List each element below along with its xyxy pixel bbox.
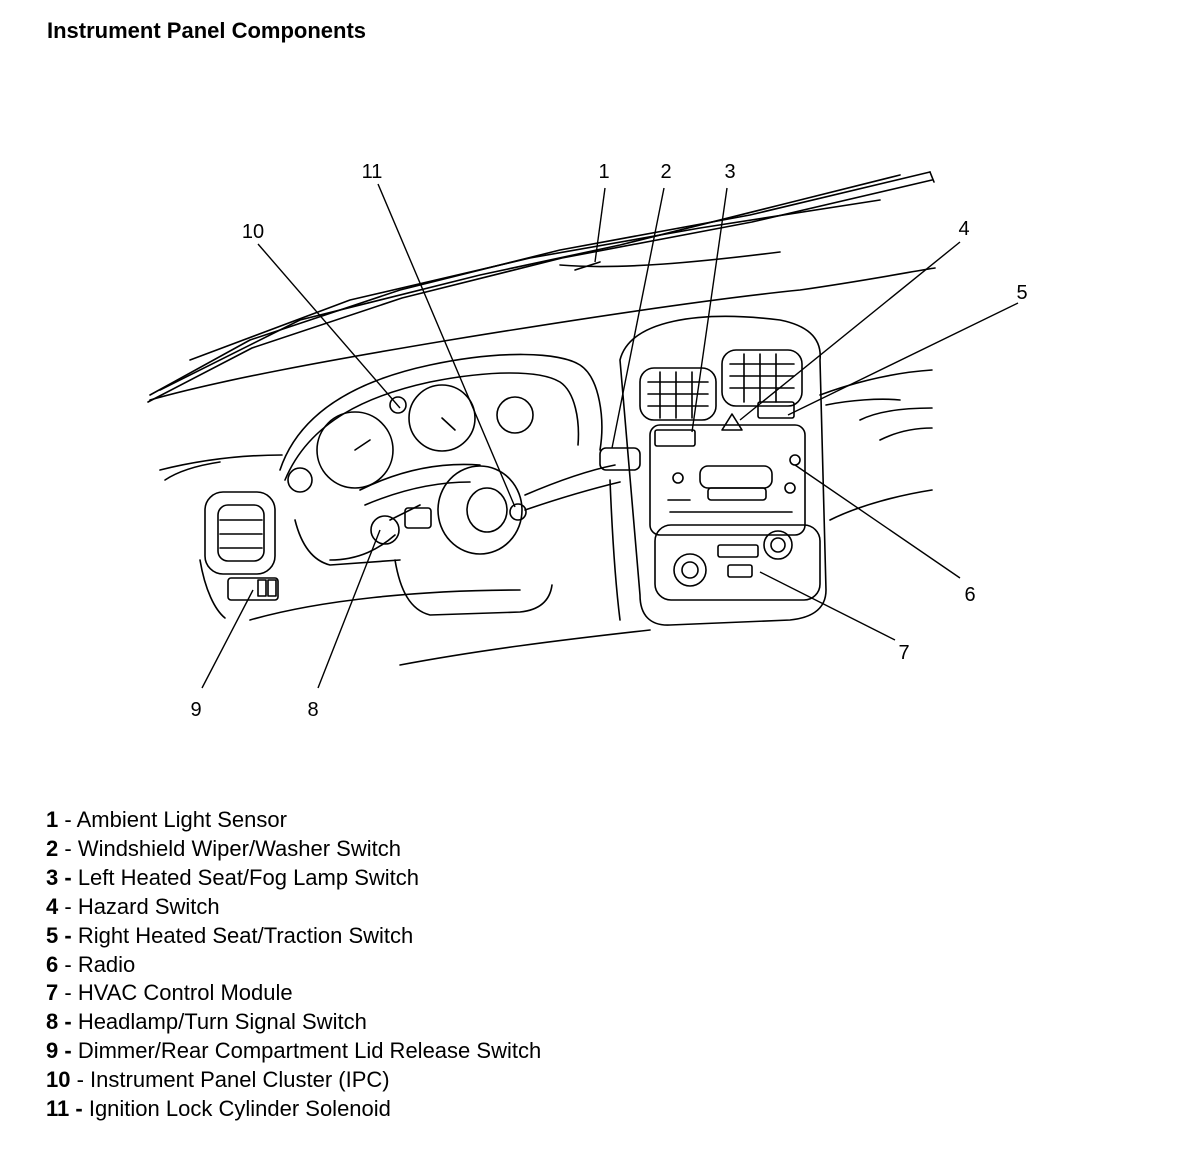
component-legend: 1 - Ambient Light Sensor 2 - Windshield … — [46, 806, 541, 1124]
callout-6: 6 — [964, 584, 975, 606]
legend-separator: - — [58, 980, 78, 1006]
page-title: Instrument Panel Components — [47, 18, 367, 43]
callout-11: 11 — [362, 161, 383, 183]
legend-number: 7 — [46, 980, 59, 1006]
leader-line-10 — [257, 243, 401, 409]
leader-line-6 — [794, 464, 961, 579]
legend-number: 3 - — [46, 864, 72, 890]
legend-number: 9 - — [46, 1038, 72, 1064]
legend-item: 6 - Radio — [46, 951, 541, 980]
legend-label: Hazard Switch — [77, 893, 220, 919]
legend-separator: - — [58, 835, 78, 861]
leader-line-9 — [201, 589, 254, 689]
legend-item: 7 - HVAC Control Module — [46, 979, 541, 1008]
leader-line-5 — [787, 302, 1019, 416]
dashboard-illustration — [147, 171, 936, 666]
legend-label: Headlamp/Turn Signal Switch — [77, 1009, 367, 1035]
legend-number: 1 — [46, 807, 59, 832]
leader-line-2 — [611, 187, 665, 449]
legend-item: 1 - Ambient Light Sensor — [46, 806, 541, 835]
legend-separator: - — [70, 1067, 91, 1093]
legend-label: HVAC Control Module — [77, 980, 293, 1006]
callout-10: 10 — [242, 221, 264, 243]
legend-item: 2 - Windshield Wiper/Washer Switch — [46, 835, 541, 864]
callout-labels: 1 2 3 4 5 6 7 8 9 10 11 — [190, 161, 1027, 721]
leader-line-8 — [317, 529, 381, 689]
legend-item: 10 - Instrument Panel Cluster (IPC) — [46, 1066, 541, 1095]
legend-label: Windshield Wiper/Washer Switch — [77, 835, 401, 861]
legend-item: 3 - Left Heated Seat/Fog Lamp Switch — [46, 864, 541, 893]
legend-number: 6 — [46, 951, 59, 977]
legend-number: 2 — [46, 835, 59, 861]
legend-item: 4 - Hazard Switch — [46, 893, 541, 922]
callout-9: 9 — [190, 699, 201, 721]
legend-label: Ignition Lock Cylinder Solenoid — [88, 1096, 391, 1122]
dashboard-diagram: 1 2 3 4 5 6 7 8 9 10 11 — [147, 161, 1028, 721]
callout-4: 4 — [958, 218, 969, 240]
legend-item: 11 - Ignition Lock Cylinder Solenoid — [46, 1095, 541, 1124]
legend-number: 4 — [46, 893, 59, 919]
legend-separator: - — [58, 893, 78, 919]
legend-label: Ambient Light Sensor — [76, 807, 287, 832]
leader-line-7 — [759, 571, 896, 641]
callout-7: 7 — [898, 642, 909, 664]
legend-label: Left Heated Seat/Fog Lamp Switch — [77, 864, 420, 890]
legend-label: Dimmer/Rear Compartment Lid Release Swit… — [77, 1038, 542, 1064]
legend-number: 8 - — [46, 1009, 72, 1035]
legend-item: 9 - Dimmer/Rear Compartment Lid Release … — [46, 1037, 541, 1066]
legend-item: 8 - Headlamp/Turn Signal Switch — [46, 1008, 541, 1037]
leader-line-4 — [739, 241, 961, 421]
leader-line-3 — [691, 187, 728, 433]
leader-line-1 — [594, 187, 606, 263]
callout-5: 5 — [1016, 282, 1027, 304]
leader-line-11 — [377, 183, 516, 508]
legend-separator: - — [58, 807, 77, 832]
legend-label: Right Heated Seat/Traction Switch — [77, 922, 414, 948]
legend-separator: - — [58, 951, 78, 977]
leader-lines — [201, 183, 1019, 689]
callout-1: 1 — [598, 161, 609, 183]
legend-number: 10 — [46, 1067, 71, 1093]
callout-8: 8 — [307, 699, 318, 721]
legend-item: 5 - Right Heated Seat/Traction Switch — [46, 922, 541, 951]
legend-number: 11 - — [46, 1096, 83, 1122]
legend-label: Instrument Panel Cluster (IPC) — [90, 1067, 390, 1093]
legend-number: 5 - — [46, 922, 72, 948]
callout-2: 2 — [660, 161, 671, 183]
legend-label: Radio — [77, 951, 136, 977]
callout-3: 3 — [724, 161, 735, 183]
